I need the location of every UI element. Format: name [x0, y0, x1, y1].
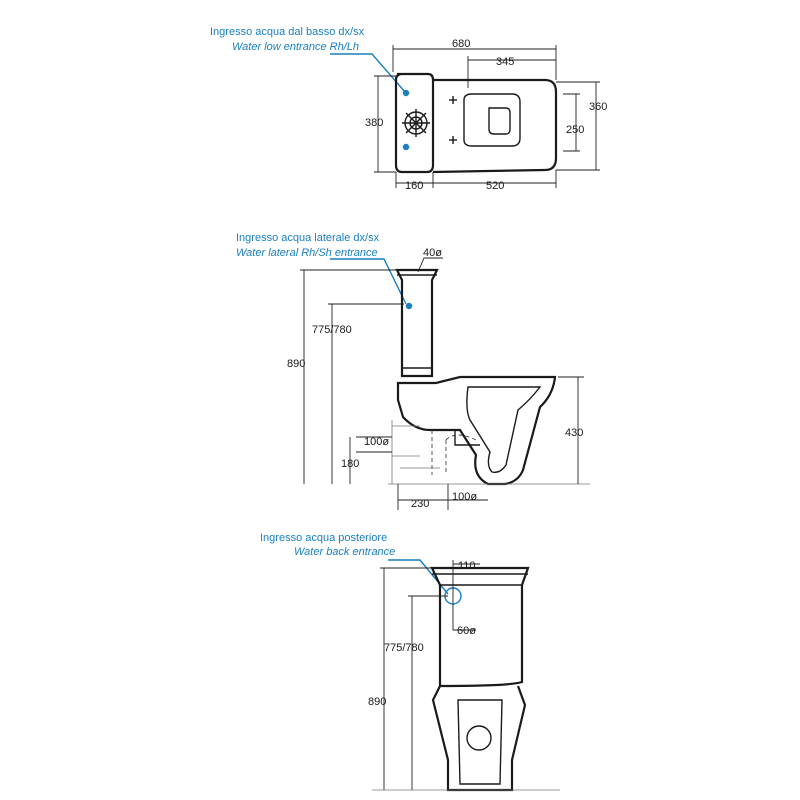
- back-note-italian: Ingresso acqua posteriore: [260, 532, 387, 544]
- dim-40-leader: [417, 257, 443, 273]
- water-inlet-marker-bottom: [402, 143, 410, 151]
- bowl-trapway: [466, 386, 542, 474]
- top-view: Ingresso acqua dal basso dx/sx Water low…: [210, 26, 607, 192]
- dim-430-label: 430: [565, 427, 583, 439]
- top-note-italian: Ingresso acqua dal basso dx/sx: [210, 26, 365, 38]
- dim-345-label: 345: [496, 56, 514, 68]
- cistern-top-outline: [394, 72, 435, 174]
- side-note-italian: Ingresso acqua laterale dx/sx: [236, 232, 380, 244]
- bowl-top-outline: [432, 78, 558, 174]
- side-note-leader: [330, 258, 407, 305]
- water-inlet-marker-top: [402, 89, 410, 97]
- cistern-side-outline: [395, 268, 439, 378]
- dim-360-label: 360: [589, 101, 607, 113]
- back-dim-775-label: 775/780: [384, 642, 424, 654]
- tank-back-outline: [430, 566, 530, 688]
- dim-160-label: 160: [405, 180, 423, 192]
- seat-hinge-mark: [488, 107, 511, 135]
- side-view: Ingresso acqua laterale dx/sx Water late…: [236, 232, 590, 510]
- bowl-opening: [463, 93, 521, 147]
- dim-110-label: 110: [458, 560, 476, 572]
- dim-520-label: 520: [486, 180, 504, 192]
- dim-60-label: 60ø: [457, 625, 476, 637]
- dim-250-label: 250: [566, 124, 584, 136]
- back-note-english: Water back entrance: [294, 546, 395, 558]
- dim-890-label: 890: [287, 358, 305, 370]
- pedestal-inner-outline: [457, 699, 503, 785]
- dim-40-label: 40ø: [423, 247, 442, 259]
- side-note-english: Water lateral Rh/Sh entrance: [236, 247, 378, 259]
- dim-680-label: 680: [452, 38, 470, 50]
- pedestal-back-outline: [431, 685, 527, 792]
- top-note-english: Water low entrance Rh/Lh: [232, 41, 359, 53]
- outlet-circle: [466, 725, 492, 751]
- dim-60-leader: [452, 604, 476, 631]
- trapway-hidden-lines: [431, 430, 477, 475]
- dim-230-label: 230: [411, 498, 429, 510]
- flush-valve-symbol: [402, 109, 430, 137]
- outlet-pipe: [454, 430, 480, 446]
- fixing-mark-lower: [449, 136, 457, 144]
- dim-180-label: 180: [341, 458, 359, 470]
- dim-775-label: 775/780: [312, 324, 352, 336]
- back-dim-890-label: 890: [368, 696, 386, 708]
- back-view: Ingresso acqua posteriore Water back ent…: [260, 532, 560, 792]
- dim-100-lower-label: 100ø: [452, 491, 477, 503]
- dim-100-upper-label: 100ø: [364, 436, 389, 448]
- fixing-mark-upper: [449, 96, 457, 104]
- dim-380-label: 380: [365, 117, 383, 129]
- side-water-inlet-marker: [405, 302, 413, 310]
- top-note-leader: [330, 53, 406, 93]
